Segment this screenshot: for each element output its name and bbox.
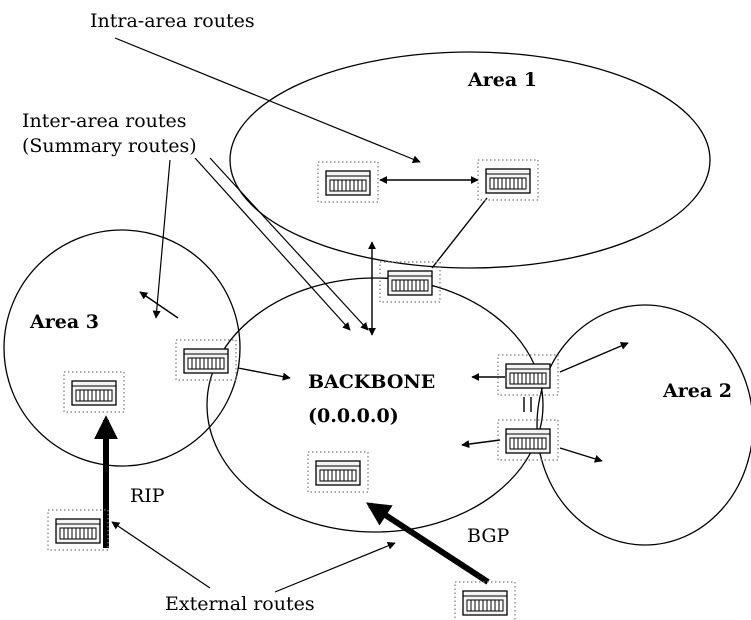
area1-label: Area 1 bbox=[467, 69, 537, 91]
bgp-arrow bbox=[365, 502, 490, 585]
router-area2-abr-lower bbox=[497, 419, 559, 461]
inter-area-routes-label: Inter-area routes bbox=[22, 110, 187, 132]
area3-out-link bbox=[139, 291, 179, 319]
external-routes-label: External routes bbox=[165, 593, 315, 615]
intra-area-routes-label: Intra-area routes bbox=[90, 10, 255, 32]
inter-area-callout-backbone-2 bbox=[209, 157, 369, 331]
router-area3-abr bbox=[175, 339, 237, 381]
external-callout-rip bbox=[111, 521, 211, 589]
area2-label: Area 2 bbox=[662, 380, 732, 402]
area3-label: Area 3 bbox=[29, 311, 99, 333]
external-callout-bgp bbox=[274, 542, 396, 593]
bgp-label: BGP bbox=[467, 525, 509, 547]
area2-abr-out-link bbox=[559, 342, 629, 373]
router-area1-left bbox=[317, 161, 379, 203]
router-rip-external bbox=[47, 509, 109, 551]
summary-routes-label: (Summary routes) bbox=[22, 135, 197, 157]
area1-abr-link bbox=[431, 197, 488, 269]
router-bgp-external bbox=[454, 581, 516, 620]
area2-boundary bbox=[536, 304, 751, 546]
rip-label: RIP bbox=[130, 485, 165, 507]
router-area2-abr-upper bbox=[497, 354, 559, 396]
area3-abr-to-backbone bbox=[237, 367, 291, 381]
inter-area-callout-backbone bbox=[194, 157, 351, 331]
backbone-id-label: (0.0.0.0) bbox=[308, 405, 399, 427]
router-backbone-internal bbox=[307, 451, 369, 493]
backbone-label: BACKBONE bbox=[308, 371, 435, 393]
router-area1-abr bbox=[379, 261, 441, 303]
inter-area-callout-area3 bbox=[152, 159, 171, 319]
area2-lower-right-link bbox=[559, 447, 603, 463]
area3-boundary bbox=[3, 229, 241, 467]
router-area1-right bbox=[477, 159, 539, 201]
area2-lower-left-link bbox=[461, 439, 501, 449]
intra-area-callout bbox=[114, 37, 421, 163]
router-area3-internal bbox=[63, 371, 125, 413]
area1-boundary bbox=[229, 51, 711, 269]
